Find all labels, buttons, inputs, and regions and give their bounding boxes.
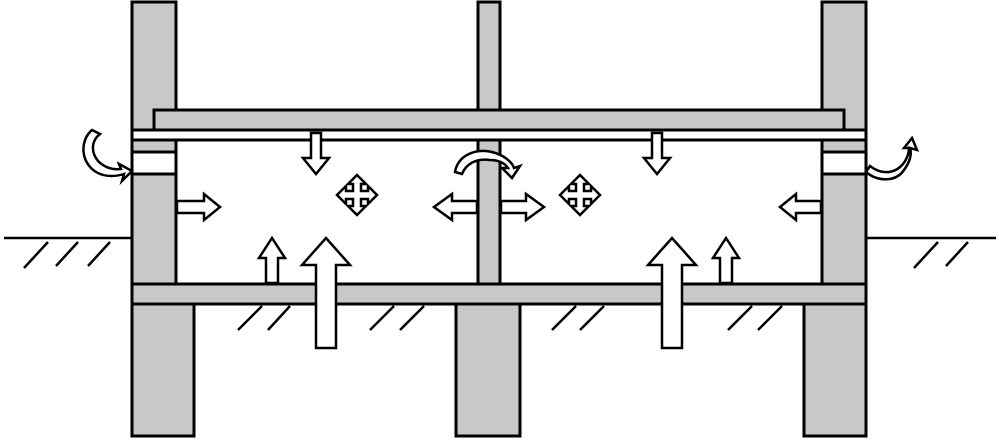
floor-slab — [130, 282, 868, 306]
double-arrow-left — [431, 191, 479, 223]
double-arrow-right — [499, 191, 547, 223]
large-up-arrow-left — [299, 236, 353, 350]
small-up-arrow-left — [256, 235, 288, 285]
left-vent-opening — [130, 150, 178, 176]
four-way-arrow-left — [335, 173, 379, 217]
right-arrow-left-wall — [175, 191, 222, 223]
large-up-arrow-right — [645, 236, 699, 350]
right-column — [820, 0, 868, 286]
down-arrow-left — [300, 131, 332, 176]
left-arrow-right-wall — [778, 191, 823, 223]
ground-hatching — [23, 241, 969, 331]
center-column — [476, 0, 502, 286]
right-vent-opening — [820, 150, 868, 176]
curl-arrow-left — [82, 128, 135, 186]
center-footing — [454, 302, 522, 438]
right-footing — [802, 302, 868, 438]
curl-arrow-center — [453, 149, 524, 180]
curl-arrow-right — [864, 135, 920, 181]
small-up-arrow-right — [710, 235, 742, 285]
four-way-arrow-right — [558, 173, 602, 217]
roof-beam — [152, 108, 846, 132]
left-footing — [130, 302, 196, 438]
left-column — [130, 0, 178, 286]
down-arrow-right — [641, 131, 673, 176]
